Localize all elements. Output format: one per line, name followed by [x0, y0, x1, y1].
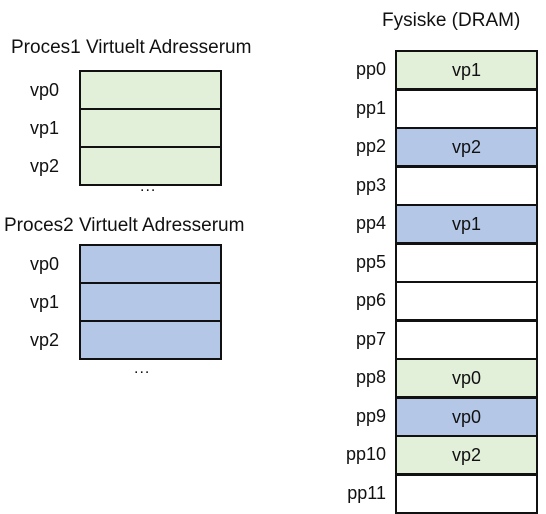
process2-page-vp1 — [79, 282, 222, 322]
physical-page-pp4: vp1 — [395, 204, 538, 244]
physical-label-pp4: pp4 — [355, 213, 386, 233]
process1-label-vp1: vp1 — [30, 118, 60, 138]
process1-page-vp2 — [79, 146, 222, 186]
physical-label-pp0: pp0 — [355, 59, 386, 79]
physical-label-pp6: pp6 — [355, 290, 386, 310]
physical-label-pp9: pp9 — [355, 406, 386, 426]
physical-page-content: vp0 — [451, 367, 482, 388]
physical-page-pp9: vp0 — [395, 397, 538, 437]
physical-label-pp11: pp11 — [347, 483, 386, 503]
physical-label-pp8: pp8 — [355, 367, 386, 387]
process2-page-vp0 — [79, 244, 222, 284]
physical-label-pp5: pp5 — [355, 252, 386, 272]
process1-title: Proces1 Virtuelt Adresserum — [11, 37, 252, 58]
process2-ellipsis: ... — [134, 360, 151, 377]
process1-label-vp0: vp0 — [30, 80, 60, 100]
physical-page-pp2: vp2 — [395, 127, 538, 167]
process1-address-space — [79, 70, 222, 186]
physical-page-pp7 — [395, 320, 538, 360]
physical-label-pp10: pp10 — [345, 444, 386, 464]
physical-label-pp1: pp1 — [355, 98, 386, 118]
process2-label-vp0: vp0 — [30, 254, 60, 274]
process1-ellipsis: ... — [140, 178, 157, 195]
process2-page-vp2 — [79, 320, 222, 360]
physical-page-content: vp2 — [451, 136, 482, 157]
physical-page-content: vp0 — [451, 406, 482, 427]
physical-page-pp11 — [395, 474, 538, 514]
physical-page-pp3 — [395, 166, 538, 206]
physical-page-content: vp2 — [451, 444, 482, 465]
process2-label-vp2: vp2 — [30, 330, 60, 350]
process2-address-space — [79, 244, 222, 360]
physical-title: Fysiske (DRAM) — [382, 10, 521, 31]
physical-page-pp0: vp1 — [395, 50, 538, 90]
physical-label-pp2: pp2 — [355, 136, 386, 156]
physical-page-pp6 — [395, 281, 538, 321]
physical-label-pp7: pp7 — [355, 329, 386, 349]
physical-page-pp5 — [395, 243, 538, 283]
physical-page-pp10: vp2 — [395, 435, 538, 475]
physical-page-pp1 — [395, 89, 538, 129]
physical-label-pp3: pp3 — [355, 175, 386, 195]
process2-title: Proces2 Virtuelt Adresserum — [4, 215, 245, 236]
physical-page-content: vp1 — [451, 59, 482, 80]
process2-label-vp1: vp1 — [30, 292, 60, 312]
process1-label-vp2: vp2 — [30, 156, 60, 176]
physical-page-content: vp1 — [451, 213, 482, 234]
physical-page-pp8: vp0 — [395, 358, 538, 398]
